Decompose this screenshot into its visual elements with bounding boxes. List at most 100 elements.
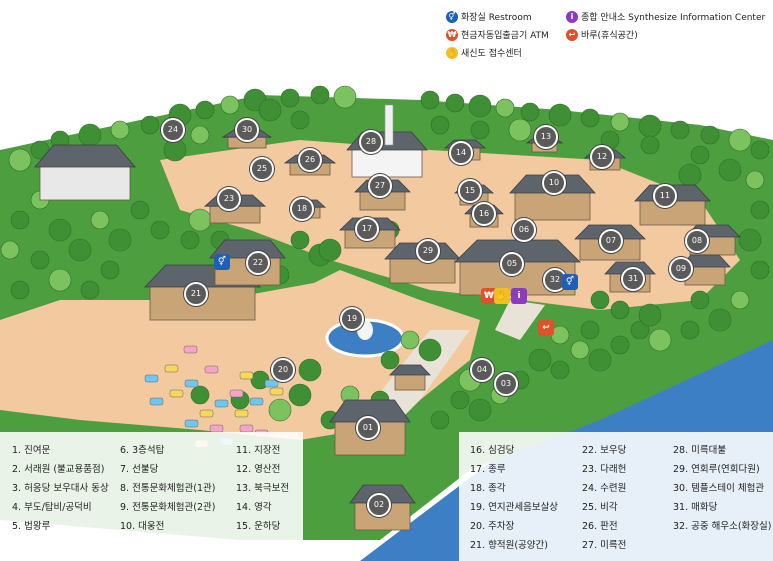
legend-entry: 19. 연지관세음보살상: [470, 502, 559, 513]
map-marker-20[interactable]: 20: [271, 358, 295, 382]
legend-entry: 2. 서래원 (불교용품점): [12, 464, 105, 475]
tree: [570, 340, 590, 360]
map-marker-28[interactable]: 28: [359, 130, 383, 154]
tree: [298, 358, 322, 382]
map-marker-18[interactable]: 18: [290, 197, 314, 221]
tree: [610, 112, 630, 132]
map-marker-10[interactable]: 10: [542, 171, 566, 195]
car: [164, 364, 179, 373]
map-marker-29[interactable]: 29: [416, 239, 440, 263]
info-center-icon[interactable]: i: [511, 288, 527, 304]
map-marker-05[interactable]: 05: [500, 252, 524, 276]
building-roof: [34, 144, 136, 168]
map-marker-01[interactable]: 01: [356, 416, 380, 440]
tree: [745, 170, 765, 190]
building-roof: [389, 364, 431, 376]
tree: [180, 230, 200, 250]
tree: [588, 348, 612, 372]
car: [199, 409, 214, 418]
tree: [78, 123, 102, 147]
legend-entry: 20. 주차장: [470, 521, 515, 532]
map-marker-25[interactable]: 25: [250, 157, 274, 181]
map-marker-13[interactable]: 13: [534, 125, 558, 149]
map-marker-17[interactable]: 17: [355, 217, 379, 241]
tree: [580, 108, 600, 128]
car: [229, 389, 244, 398]
reception-icon[interactable]: ✋: [494, 288, 510, 304]
map-marker-26[interactable]: 26: [298, 148, 322, 172]
car: [169, 389, 184, 398]
legend-label: 새신도 접수센터: [461, 49, 522, 59]
tree: [590, 290, 610, 310]
tree: [150, 220, 170, 240]
car: [249, 397, 264, 406]
map-marker-22[interactable]: 22: [246, 251, 270, 275]
map-marker-08[interactable]: 08: [685, 229, 709, 253]
map-marker-19[interactable]: 19: [340, 307, 364, 331]
tree: [468, 94, 492, 118]
legend-entry: 22. 보우당: [582, 445, 627, 456]
map-marker-06[interactable]: 06: [512, 218, 536, 242]
map-marker-24[interactable]: 24: [161, 118, 185, 142]
restroom-icon: ⚥: [446, 10, 458, 23]
tree: [508, 118, 532, 142]
rest-area-icon[interactable]: ↩: [538, 320, 554, 336]
map-marker-02[interactable]: 02: [367, 493, 391, 517]
restroom-icon[interactable]: ⚥: [562, 274, 578, 290]
tree: [690, 290, 710, 310]
legend-label: 종합 안내소 Synthesize Information Center: [581, 13, 766, 23]
tree: [670, 120, 690, 140]
map-marker-16[interactable]: 16: [472, 202, 496, 226]
tree: [610, 335, 630, 355]
tree: [268, 398, 292, 422]
map-marker-11[interactable]: 11: [653, 184, 677, 208]
tree: [318, 238, 342, 262]
car: [209, 424, 224, 433]
tree: [220, 95, 240, 115]
tree: [738, 228, 762, 252]
legend-entry: 32. 공중 해우소(화장실): [673, 521, 772, 532]
tree: [610, 300, 630, 320]
map-marker-03[interactable]: 03: [494, 372, 518, 396]
map-marker-31[interactable]: 31: [621, 267, 645, 291]
atm-icon[interactable]: ₩: [481, 288, 497, 304]
legend-panel-left: [0, 432, 303, 561]
legend-entry: 30. 템플스테이 체험관: [673, 483, 765, 494]
tree: [163, 138, 187, 162]
legend-item: ⚥화장실 Restroom: [446, 10, 532, 23]
legend-entry: 3. 허응당 보우대사 동상: [12, 483, 109, 494]
map-marker-12[interactable]: 12: [590, 145, 614, 169]
legend-entry: 7. 선불당: [120, 464, 159, 475]
statue: [384, 104, 394, 146]
tree: [690, 145, 710, 165]
ground-upper: [160, 140, 740, 310]
tree: [680, 320, 700, 340]
map-marker-30[interactable]: 30: [235, 118, 259, 142]
map-marker-14[interactable]: 14: [449, 141, 473, 165]
building: [394, 373, 426, 391]
restroom-icon[interactable]: ⚥: [214, 254, 230, 270]
map-marker-04[interactable]: 04: [470, 358, 494, 382]
legend-entry: 16. 심검당: [470, 445, 515, 456]
tree: [730, 290, 750, 310]
tree: [678, 163, 702, 187]
tree: [445, 93, 465, 113]
tree: [290, 230, 310, 250]
map-marker-27[interactable]: 27: [368, 174, 392, 198]
map-marker-15[interactable]: 15: [458, 179, 482, 203]
tree: [108, 228, 132, 252]
car: [183, 345, 198, 354]
car: [184, 379, 199, 388]
map-marker-21[interactable]: 21: [184, 282, 208, 306]
map-marker-09[interactable]: 09: [669, 257, 693, 281]
legend-entry: 13. 북극보전: [236, 483, 290, 494]
legend-label: 바루(휴식공간): [581, 31, 638, 41]
map-marker-23[interactable]: 23: [217, 187, 241, 211]
tree: [630, 320, 650, 340]
map-marker-07[interactable]: 07: [599, 229, 623, 253]
